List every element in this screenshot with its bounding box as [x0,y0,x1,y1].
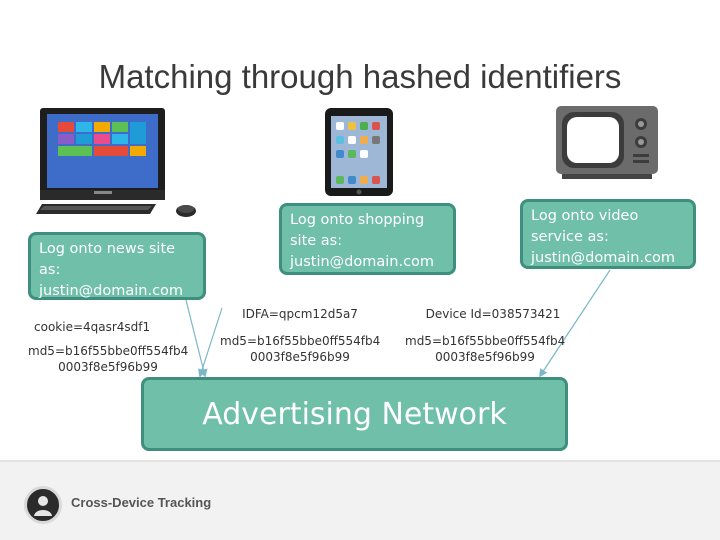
cookie-label: cookie=4qasr4sdf1 [34,320,151,334]
footer-bar: Cross-Device Tracking [0,460,720,540]
tablet-md5-label: md5=b16f55bbe0ff554fb4 0003f8e5f96b99 [220,334,381,364]
device-id-label: Device Id=038573421 [425,307,561,321]
slide-title: Matching through hashed identifiers [98,58,622,95]
desktop-computer-icon [36,108,196,217]
shopping-site-callout: Log onto shopping site as: justin@domain… [279,203,456,275]
tablet-connector-arrow [198,307,223,378]
television-icon [556,106,658,179]
user-avatar-icon [24,486,62,524]
desktop-md5-label: md5=b16f55bbe0ff554fb4 0003f8e5f96b99 [28,344,189,374]
video-service-callout: Log onto video service as: justin@domain… [520,199,696,269]
tablet-icon [325,108,393,196]
desktop-connector-arrow [184,295,208,378]
footer-title: Cross-Device Tracking [71,495,212,510]
idfa-label: IDFA=qpcm12d5a7 [242,307,358,321]
tv-connector-arrow [539,269,611,378]
news-site-callout: Log onto news site as: justin@domain.com [28,232,206,300]
advertising-network-box: Advertising Network [141,377,568,451]
tv-md5-label: md5=b16f55bbe0ff554fb4 0003f8e5f96b99 [405,334,566,364]
